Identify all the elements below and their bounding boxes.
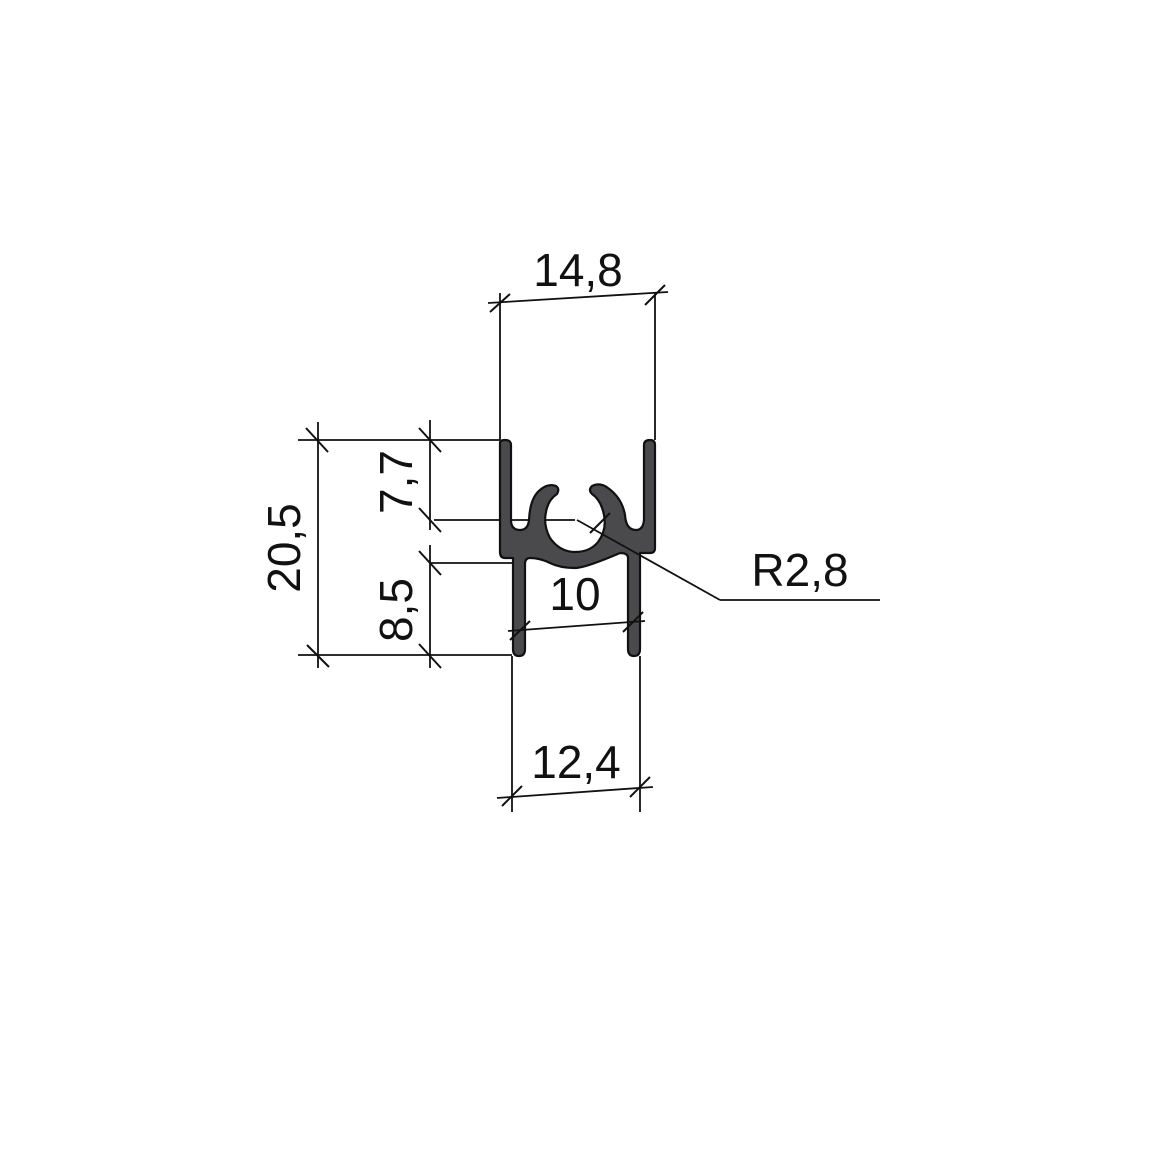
tick-mark — [418, 427, 442, 453]
dimension-line — [487, 291, 669, 304]
dimension-line — [496, 786, 654, 799]
dimension-label-inner-width: 10 — [549, 568, 600, 620]
dimension-label-bottom-width: 12,4 — [531, 736, 621, 788]
tick-mark — [418, 643, 442, 669]
tick-mark — [418, 507, 442, 533]
dimension-label-upper-height: 7,7 — [370, 450, 422, 514]
tick-mark — [629, 776, 651, 798]
dimension-total-height: 20,5 — [258, 422, 512, 668]
dimension-bottom-width: 12,4 — [496, 656, 654, 812]
tick-mark — [418, 550, 442, 576]
tick-mark — [501, 785, 523, 807]
dimension-line — [507, 620, 646, 632]
profile-cross-section — [498, 438, 657, 658]
tick-mark — [305, 427, 329, 453]
dimension-lower-height: 8,5 — [370, 545, 512, 669]
dimension-label-top-width: 14,8 — [533, 244, 623, 296]
dimension-label-total-height: 20,5 — [258, 503, 310, 593]
dimension-inner-width: 10 — [507, 568, 646, 641]
leader-line — [576, 519, 721, 601]
profile-body — [498, 438, 657, 658]
dimension-top-width: 14,8 — [487, 244, 669, 440]
radius-callout: R2,8 — [576, 512, 880, 601]
radius-label: R2,8 — [751, 544, 848, 596]
tick-mark — [509, 620, 531, 641]
tick-mark — [589, 512, 611, 534]
tick-mark — [644, 284, 666, 306]
tick-mark — [489, 293, 511, 313]
tick-mark — [306, 644, 330, 668]
tick-mark — [622, 611, 644, 633]
dimension-label-lower-height: 8,5 — [370, 578, 422, 642]
